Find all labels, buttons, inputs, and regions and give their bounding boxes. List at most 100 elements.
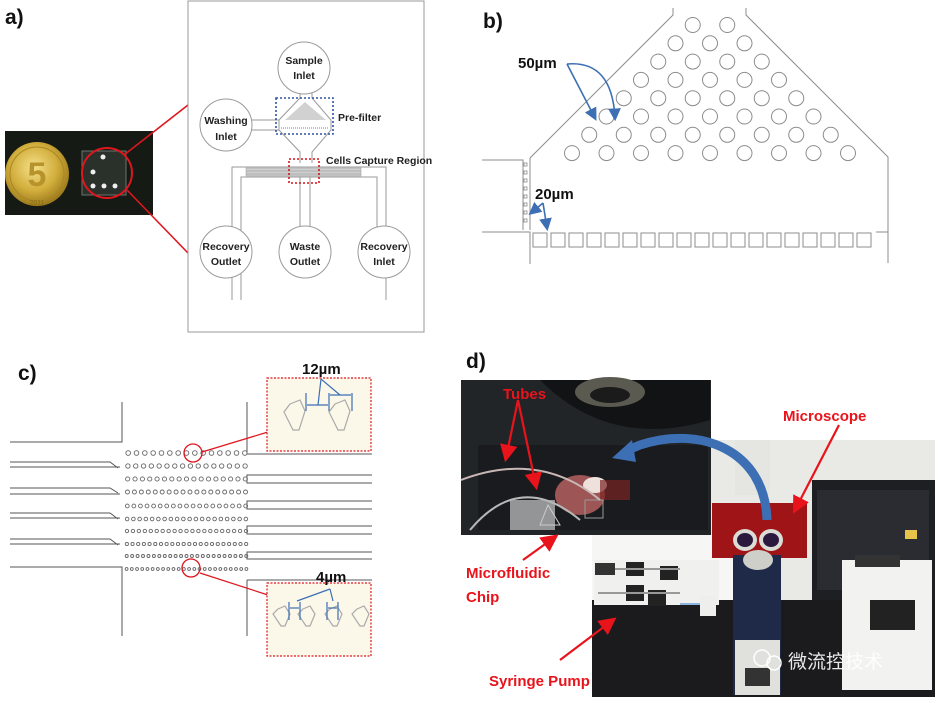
trap xyxy=(225,450,231,456)
trap xyxy=(228,476,234,482)
trap xyxy=(156,567,160,571)
trap xyxy=(206,516,211,522)
trap xyxy=(181,516,186,522)
trap xyxy=(145,489,151,495)
trap xyxy=(208,489,214,495)
trap xyxy=(179,463,186,469)
pillar xyxy=(753,126,770,143)
port-label-line1: Waste xyxy=(290,241,321,253)
pillar-gap-arrow-1 xyxy=(566,63,597,121)
trap xyxy=(223,503,229,509)
panel-a: 5 2011 xyxy=(5,0,432,333)
trap xyxy=(175,450,181,456)
trap xyxy=(170,541,175,547)
trap xyxy=(200,554,205,558)
trap xyxy=(217,554,222,558)
trap xyxy=(242,476,248,482)
trap xyxy=(233,450,240,456)
lab-setup-photo xyxy=(592,440,935,697)
trap xyxy=(130,528,136,534)
trap xyxy=(235,476,241,482)
pillar xyxy=(822,126,839,143)
trap xyxy=(244,567,249,571)
trap xyxy=(238,541,243,547)
trap xyxy=(183,476,190,482)
pillar xyxy=(667,35,684,52)
trap xyxy=(218,516,224,522)
side-post xyxy=(523,210,528,215)
prefilter-pillars xyxy=(285,102,326,120)
annotation-arrows xyxy=(500,399,840,661)
trap xyxy=(222,489,228,495)
pillar xyxy=(615,126,632,143)
pillar xyxy=(719,17,736,33)
trap xyxy=(244,541,249,547)
trap xyxy=(133,450,140,456)
port-label-line1: Washing xyxy=(204,115,247,127)
pillar xyxy=(667,108,684,125)
trap xyxy=(143,516,149,522)
pillar xyxy=(684,126,701,143)
trap xyxy=(226,528,231,534)
top-inset-label: 12µm xyxy=(302,361,341,378)
trap xyxy=(160,528,165,534)
trap xyxy=(125,476,131,482)
channel-post xyxy=(550,232,566,248)
pillar xyxy=(564,145,580,162)
trap xyxy=(144,503,150,509)
pillar xyxy=(788,90,805,107)
port-label-line2: Outlet xyxy=(211,256,242,268)
prefilter-outline xyxy=(482,8,889,264)
trap xyxy=(226,463,233,469)
channel-post xyxy=(856,232,872,248)
channel-post xyxy=(676,232,692,248)
trap xyxy=(220,476,226,482)
trap xyxy=(149,516,155,522)
stage-inset-photo xyxy=(460,377,711,535)
trap xyxy=(130,541,135,547)
pillar-array xyxy=(564,17,856,162)
trap xyxy=(157,503,163,509)
trap xyxy=(227,541,232,547)
zoom-arrow xyxy=(626,433,772,521)
pillar xyxy=(684,53,701,70)
side-post xyxy=(523,194,528,199)
pillar xyxy=(650,90,667,107)
trap xyxy=(187,489,193,495)
channel-post xyxy=(532,232,548,248)
trap xyxy=(184,503,189,509)
trap xyxy=(177,503,183,509)
side-post xyxy=(523,186,528,191)
channel-posts xyxy=(523,162,872,248)
pillar xyxy=(650,53,667,70)
trap xyxy=(183,450,190,456)
trap xyxy=(158,450,165,456)
bottom-inset-label: 4µm xyxy=(316,569,346,586)
pillar xyxy=(615,90,632,107)
trap xyxy=(239,567,244,571)
trap xyxy=(191,476,197,482)
trap xyxy=(208,450,215,456)
chip-photo: 5 2011 xyxy=(5,131,153,215)
trap xyxy=(218,567,223,571)
pillar xyxy=(633,145,649,162)
port-label-line1: Recovery xyxy=(360,241,407,253)
trap xyxy=(200,450,206,456)
trap xyxy=(168,554,173,558)
trap xyxy=(138,489,144,495)
panel-d: Tubes Microscope Microfluidic Chip Syrin… xyxy=(460,377,935,697)
trap xyxy=(133,463,139,469)
trap xyxy=(210,503,216,509)
channel-post xyxy=(802,232,818,248)
trap xyxy=(124,528,130,534)
panel-a-label: a) xyxy=(5,6,24,29)
trap xyxy=(237,528,243,534)
pillar xyxy=(840,145,856,162)
port-label-line1: Recovery xyxy=(202,241,249,253)
trap xyxy=(243,528,249,534)
channel-post xyxy=(748,232,764,248)
pillar xyxy=(771,71,787,88)
trap xyxy=(187,567,191,571)
trap xyxy=(168,516,174,522)
chip-label-line1: Microfluidic xyxy=(466,565,550,582)
